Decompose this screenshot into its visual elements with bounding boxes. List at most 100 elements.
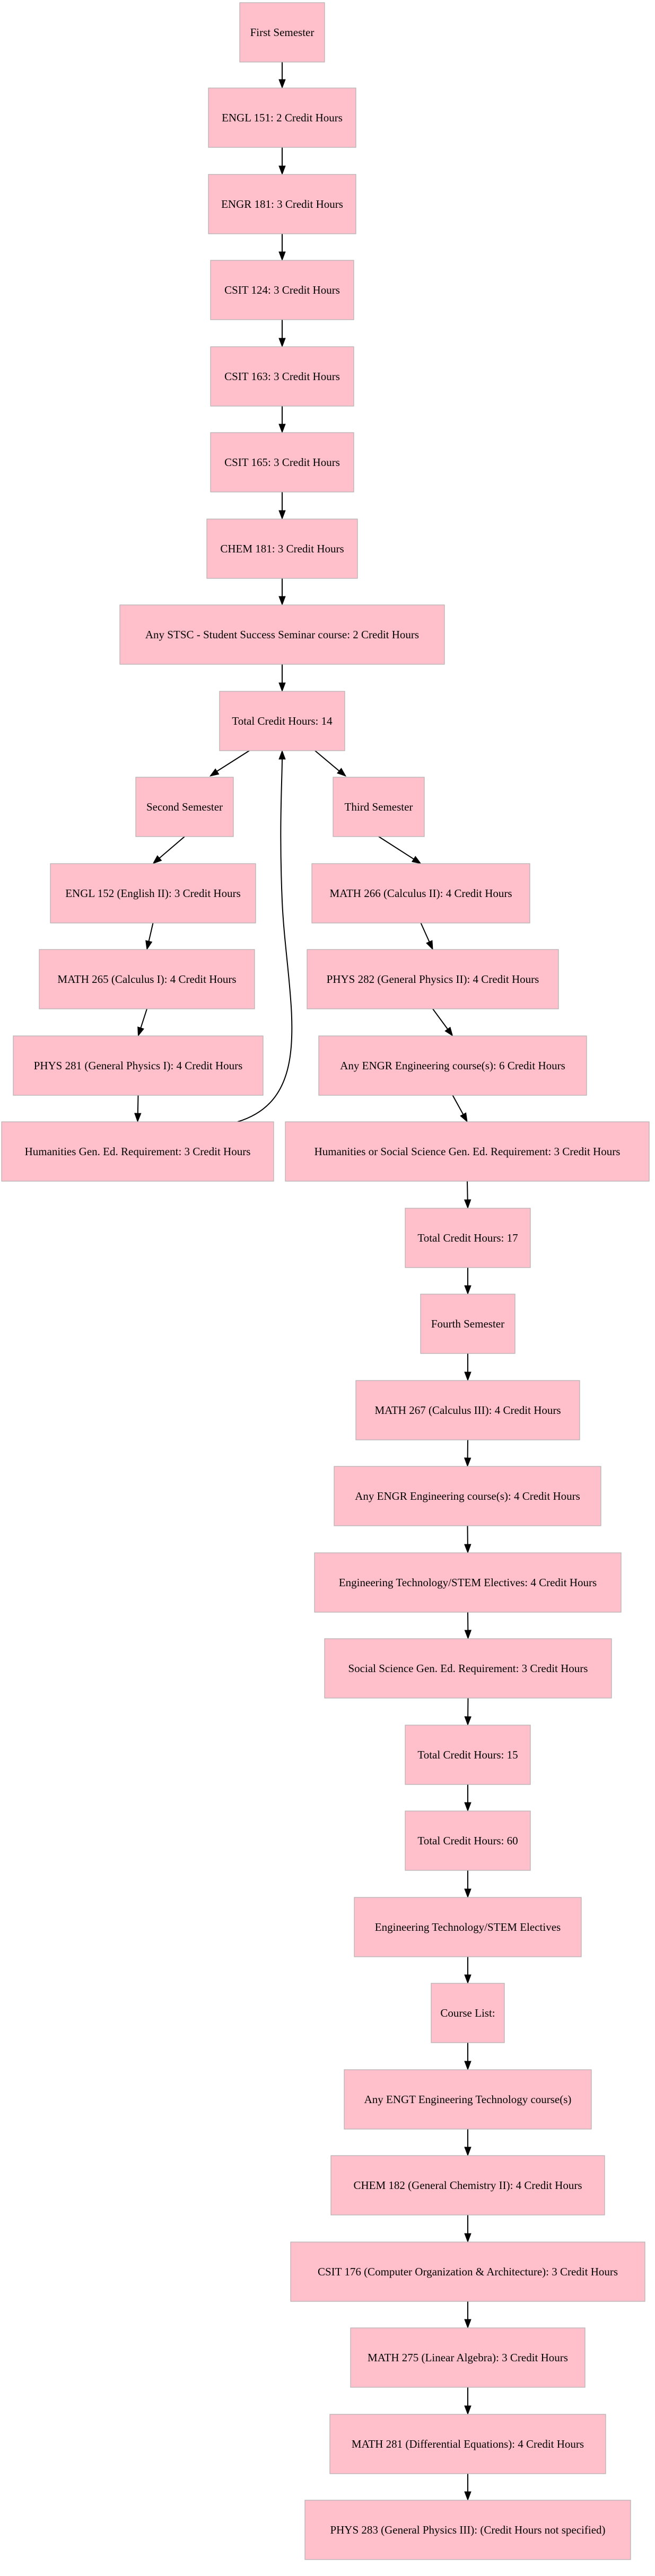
node-label: CHEM 181: 3 Credit Hours	[220, 542, 344, 555]
node-total17: Total Credit Hours: 17	[405, 1208, 531, 1268]
node-box	[119, 604, 445, 665]
edge-engl151-to-engr181	[278, 147, 286, 175]
node-box	[334, 1466, 601, 1526]
node-box	[210, 432, 354, 493]
node-engl152: ENGL 152 (English II): 3 Credit Hours	[50, 863, 256, 924]
node-engl151: ENGL 151: 2 Credit Hours	[208, 87, 356, 148]
arrowhead	[145, 940, 153, 951]
arrowhead	[444, 1026, 453, 1037]
node-label: MATH 275 (Linear Algebra): 3 Credit Hour…	[368, 2351, 568, 2364]
edge-engr181-to-csit124	[278, 234, 286, 261]
edge-total15-to-total60	[464, 1784, 471, 1812]
edge-csit176-to-math275	[464, 2301, 471, 2329]
edge-line	[139, 1008, 147, 1029]
node-box	[350, 2327, 586, 2388]
edge-csit163-to-csit165	[278, 406, 286, 434]
arrowhead	[464, 1544, 471, 1554]
node-box	[405, 1208, 531, 1268]
edge-line	[452, 1095, 465, 1116]
node-csit165: CSIT 165: 3 Credit Hours	[210, 432, 354, 493]
edge-chem182-to-csit176	[464, 2215, 471, 2243]
node-label: Total Credit Hours: 60	[417, 1834, 518, 1847]
node-first: First Semester	[239, 2, 325, 63]
node-label: MATH 267 (Calculus III): 4 Credit Hours	[374, 1404, 561, 1417]
node-box	[210, 346, 354, 407]
arrowhead	[278, 165, 286, 175]
node-label: Fourth Semester	[431, 1317, 504, 1330]
edge-fourth-to-math267	[464, 1353, 471, 1382]
node-box	[1, 1121, 274, 1182]
node-courselist: Course List:	[431, 1983, 505, 2043]
node-box	[206, 518, 358, 579]
node-phys283: PHYS 283 (General Physics III): (Credit …	[304, 2500, 631, 2560]
edge-stsc-to-total14	[278, 664, 286, 692]
node-label: PHYS 282 (General Physics II): 4 Credit …	[327, 973, 539, 986]
edge-hum-to-total14	[237, 750, 293, 1122]
edge-total17-to-fourth	[464, 1268, 471, 1295]
arrowhead	[209, 768, 220, 777]
node-box	[330, 2155, 605, 2215]
arrowhead	[426, 940, 433, 951]
node-math265: MATH 265 (Calculus I): 4 Credit Hours	[39, 949, 255, 1009]
arrowhead	[278, 79, 286, 89]
node-label: First Semester	[250, 26, 315, 39]
node-box	[314, 1552, 622, 1613]
node-label: Third Semester	[345, 801, 413, 813]
node-engt: Any ENGT Engineering Technology course(s…	[344, 2069, 592, 2130]
node-third: Third Semester	[333, 777, 425, 837]
edge-line	[432, 1008, 449, 1031]
edge-line	[158, 836, 185, 859]
edge-third-to-math266	[378, 836, 422, 864]
node-humsoc: Humanities or Social Science Gen. Ed. Re…	[285, 1121, 650, 1182]
arrowhead	[464, 1888, 471, 1898]
arrowhead	[464, 2147, 471, 2157]
node-box	[333, 777, 425, 837]
node-label: CSIT 176 (Computer Organization & Archit…	[318, 2265, 618, 2278]
node-label: Course List:	[440, 2007, 495, 2019]
node-box	[324, 1638, 612, 1699]
node-total60: Total Credit Hours: 60	[405, 1810, 531, 1871]
node-total14: Total Credit Hours: 14	[219, 691, 345, 751]
node-socsci: Social Science Gen. Ed. Requirement: 3 C…	[324, 1638, 612, 1699]
node-box	[311, 863, 530, 924]
arrowhead	[460, 1112, 468, 1123]
node-label: PHYS 283 (General Physics III): (Credit …	[330, 2524, 605, 2536]
edge-line	[467, 1181, 468, 1201]
edge-engl152-to-math265	[145, 922, 154, 951]
arrowhead	[337, 768, 347, 777]
node-box	[304, 2500, 631, 2560]
arrowhead	[464, 1802, 471, 1812]
edge-etstem4-to-socsci	[464, 1612, 472, 1640]
edge-math267-to-engr4	[464, 1439, 471, 1467]
arrowhead	[464, 1285, 471, 1295]
node-box	[405, 1810, 531, 1871]
edge-engt-to-chem182	[464, 2129, 471, 2157]
node-label: Total Credit Hours: 14	[232, 715, 333, 727]
node-label: Engineering Technology/STEM Electives: 4…	[339, 1576, 597, 1589]
node-total15: Total Credit Hours: 15	[405, 1725, 531, 1785]
arrowhead	[464, 1457, 471, 1467]
node-etstem: Engineering Technology/STEM Electives	[354, 1897, 582, 1957]
arrowhead	[134, 1113, 142, 1123]
node-box	[239, 2, 325, 63]
node-fourth: Fourth Semester	[420, 1294, 516, 1354]
node-label: Humanities or Social Science Gen. Ed. Re…	[315, 1145, 621, 1158]
node-label: Total Credit Hours: 17	[417, 1232, 518, 1244]
arrowhead	[278, 596, 286, 606]
node-label: ENGL 152 (English II): 3 Credit Hours	[65, 887, 241, 900]
node-label: Any ENGR Engineering course(s): 6 Credit…	[340, 1059, 565, 1072]
node-engr181: ENGR 181: 3 Credit Hours	[208, 174, 356, 234]
edge-math265-to-phys281	[137, 1008, 147, 1037]
node-chem182: CHEM 182 (General Chemistry II): 4 Credi…	[330, 2155, 605, 2215]
arrowhead	[278, 750, 286, 760]
arrowhead	[464, 2319, 471, 2329]
node-box	[329, 2414, 606, 2474]
node-box	[135, 777, 234, 837]
edge-phys282-to-engr6	[432, 1008, 453, 1037]
edge-total14-to-second	[209, 750, 250, 777]
edge-math266-to-phys282	[420, 922, 433, 951]
node-box	[39, 949, 255, 1009]
node-engr4: Any ENGR Engineering course(s): 4 Credit…	[334, 1466, 601, 1526]
edge-second-to-engl152	[152, 836, 185, 864]
arrowhead	[278, 510, 286, 520]
